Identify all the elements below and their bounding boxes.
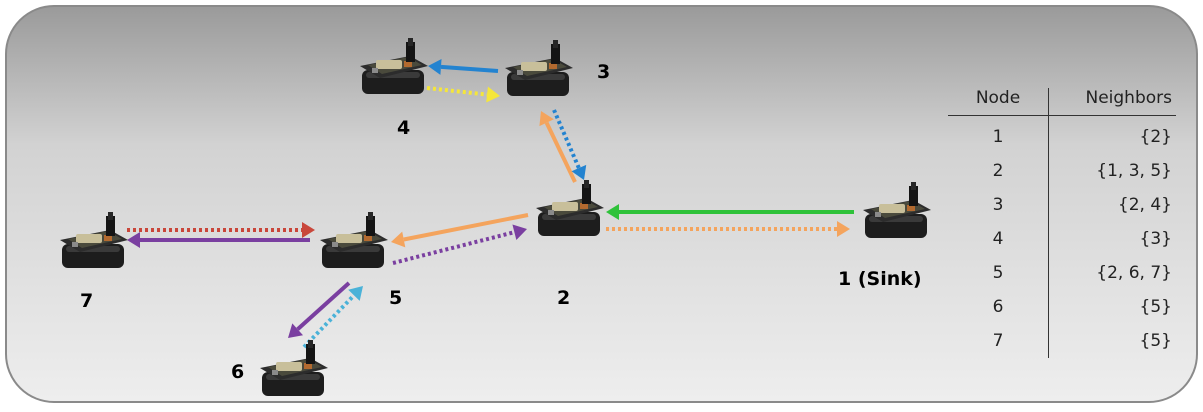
cell-node: 4: [948, 222, 1049, 256]
edge-5-to-6: [288, 281, 351, 338]
cell-neighbors: {2}: [1139, 127, 1172, 147]
cell-neighbors: {3}: [1139, 229, 1172, 249]
header-neighbors: Neighbors: [1048, 88, 1176, 116]
node-label-2: 2: [557, 287, 571, 309]
edge-2-to-1: [606, 221, 850, 237]
edge-3-to-2: [552, 109, 587, 180]
cell-node: 5: [948, 256, 1049, 290]
cell-neighbors: {1, 3, 5}: [1096, 161, 1172, 181]
node-label-6: 6: [231, 361, 245, 383]
edge-5-to-2: [392, 224, 527, 265]
cell-neighbors: {2, 6, 7}: [1096, 263, 1172, 283]
sensor-node-5-icon: [320, 212, 388, 268]
edge-7-to-5: [127, 222, 315, 238]
sensor-node-7-icon: [60, 212, 128, 268]
sensor-node-1-icon: [863, 182, 931, 238]
edge-2-to-3: [539, 111, 577, 183]
node-label-4: 4: [397, 117, 411, 139]
edge-6-to-5: [302, 286, 363, 349]
edge-3-to-4: [428, 58, 499, 75]
sensor-node-3-icon: [505, 40, 573, 96]
diagram-background: [5, 5, 1198, 403]
table-row: 1 {2}: [948, 115, 1176, 154]
cell-node: 1: [948, 115, 1049, 154]
sensor-node-4-icon: [360, 38, 428, 94]
cell-neighbors: {5}: [1139, 331, 1172, 351]
cell-node: 7: [948, 324, 1049, 358]
cell-node: 3: [948, 188, 1049, 222]
edge-2-to-5: [391, 213, 529, 248]
table-row: 3 {2, 4}: [948, 188, 1176, 222]
node-label-7: 7: [80, 290, 94, 312]
edge-5-to-7: [127, 232, 310, 248]
table-row: 7 {5}: [948, 324, 1176, 358]
sensor-node-2-icon: [536, 180, 604, 236]
cell-node: 2: [948, 154, 1049, 188]
edge-4-to-3: [426, 86, 500, 103]
table-row: 6 {5}: [948, 290, 1176, 324]
neighbor-table: Node Neighbors 1 {2} 2 {1, 3, 5} 3 {2, 4} 4…: [948, 88, 1176, 358]
edge-1-to-2: [606, 204, 854, 220]
table-row: 4 {3}: [948, 222, 1176, 256]
node-label-1: 1 (Sink): [838, 268, 922, 290]
cell-neighbors: {5}: [1139, 297, 1172, 317]
table-header-row: Node Neighbors: [948, 88, 1176, 116]
table-row: 5 {2, 6, 7}: [948, 256, 1176, 290]
node-label-3: 3: [597, 61, 611, 83]
node-label-5: 5: [389, 287, 403, 309]
table-row: 2 {1, 3, 5}: [948, 154, 1176, 188]
sensor-node-6-icon: [260, 340, 328, 396]
cell-node: 6: [948, 290, 1049, 324]
header-node: Node: [948, 88, 1049, 116]
cell-neighbors: {2, 4}: [1117, 195, 1172, 215]
